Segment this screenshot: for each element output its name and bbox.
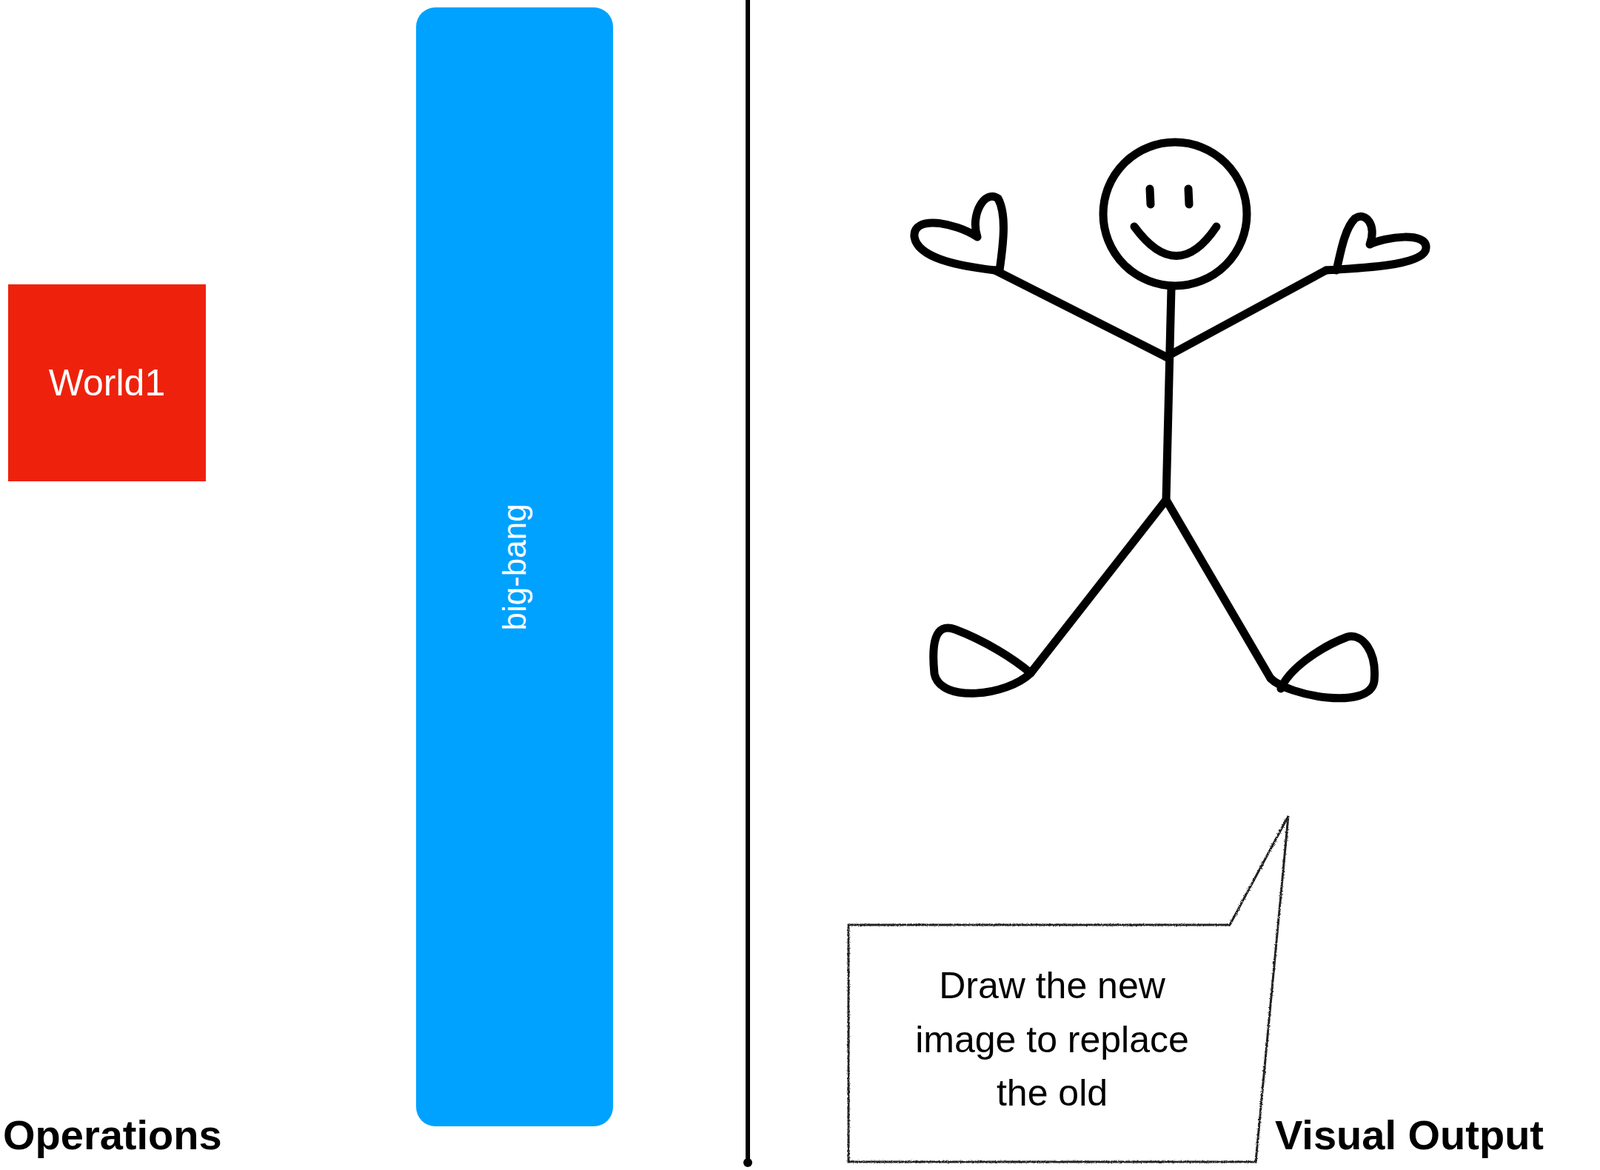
figure-head	[1103, 142, 1247, 286]
figure-foot	[1270, 636, 1375, 698]
figure-foot	[933, 627, 1031, 694]
figure-arm	[995, 270, 1167, 357]
state-box: World1	[8, 284, 206, 482]
figure-leg	[1030, 499, 1167, 674]
vertical-label: big-bang	[490, 503, 539, 631]
callout-border	[848, 815, 1289, 1162]
stick-figure	[914, 142, 1427, 699]
figure-body	[1166, 288, 1172, 500]
node-text: World1	[11, 356, 203, 411]
divider-end-dot	[743, 1157, 753, 1167]
figure-smile	[1134, 226, 1217, 257]
figure-leg	[1166, 499, 1271, 679]
figure-hand	[914, 196, 1004, 271]
section-heading: Operations	[2, 1110, 223, 1159]
function-bar: big-bang	[416, 7, 614, 1127]
figure-hand	[1326, 216, 1427, 271]
node-text: Draw the new image to replace the old	[904, 958, 1201, 1121]
figure-arm	[1166, 270, 1327, 357]
divider-line	[745, 0, 751, 1161]
figure-eye	[1149, 188, 1151, 205]
section-heading: Visual Output	[1274, 1110, 1544, 1159]
speech-callout: Draw the new image to replace the old	[847, 923, 1258, 1164]
figure-eye	[1188, 188, 1190, 205]
